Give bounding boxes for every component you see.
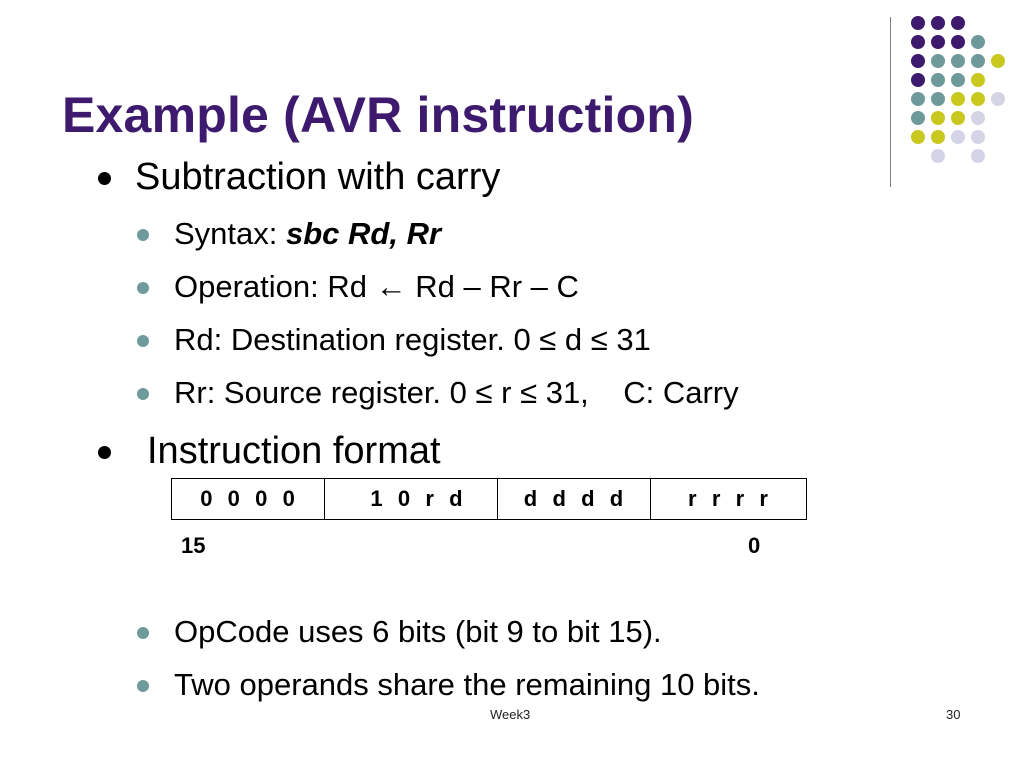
- decorative-dot: [951, 16, 965, 30]
- bullet-text: Operation: Rd ← Rd – Rr – C: [174, 269, 579, 304]
- bullet-instruction-format: Instruction format: [98, 430, 441, 473]
- decorative-dot: [911, 35, 925, 49]
- format-cell-opcode-low: 1 0 r d: [324, 478, 498, 520]
- bullet-text: Instruction format: [147, 430, 441, 472]
- bullet-subtraction: Subtraction with carry: [98, 156, 501, 199]
- bullet-dot-icon: [137, 388, 149, 400]
- decorative-dot: [971, 111, 985, 125]
- bullet-operands: Two operands share the remaining 10 bits…: [137, 667, 760, 703]
- table-row: 0 0 0 0 1 0 r d d d d d r r r r: [171, 478, 807, 520]
- decorative-dot: [971, 54, 985, 68]
- decorative-dot: [911, 16, 925, 30]
- decorative-dot: [991, 54, 1005, 68]
- bullet-operation: Operation: Rd ← Rd – Rr – C: [137, 269, 579, 305]
- decorative-dot: [991, 92, 1005, 106]
- bit-number-low: 0: [748, 533, 761, 558]
- decorative-dot: [951, 35, 965, 49]
- decorative-dot: [951, 111, 965, 125]
- decorative-dot: [971, 73, 985, 87]
- decorative-dot: [971, 130, 985, 144]
- bullet-text: Two operands share the remaining 10 bits…: [174, 667, 760, 702]
- decorative-dot: [911, 111, 925, 125]
- decorative-dot: [951, 130, 965, 144]
- decorative-dot: [911, 54, 925, 68]
- bullet-text: Rd: Destination register. 0 ≤ d ≤ 31: [174, 322, 651, 357]
- bullet-opcode: OpCode uses 6 bits (bit 9 to bit 15).: [137, 614, 662, 650]
- decorative-dot: [931, 73, 945, 87]
- instruction-format-table: 0 0 0 0 1 0 r d d d d d r r r r: [171, 478, 807, 520]
- bit-number-high: 15: [181, 533, 206, 558]
- bullet-text: Rr: Source register. 0 ≤ r ≤ 31, C: Carr…: [174, 375, 739, 410]
- slide-title: Example (AVR instruction): [62, 87, 694, 143]
- decorative-dot: [971, 35, 985, 49]
- decorative-dot: [931, 35, 945, 49]
- bullet-dot-icon: [98, 446, 111, 459]
- syntax-code: sbc Rd, Rr: [286, 216, 442, 251]
- bullet-text: Subtraction with carry: [135, 156, 501, 198]
- decorative-dot: [931, 149, 945, 163]
- bullet-dot-icon: [137, 627, 149, 639]
- syntax-label: Syntax:: [174, 216, 286, 251]
- bullet-rd: Rd: Destination register. 0 ≤ d ≤ 31: [137, 322, 651, 358]
- decorative-dot: [931, 111, 945, 125]
- decorative-divider-line: [890, 17, 891, 187]
- bullet-text: OpCode uses 6 bits (bit 9 to bit 15).: [174, 614, 662, 649]
- decorative-dot: [951, 92, 965, 106]
- bullet-dot-icon: [137, 282, 149, 294]
- format-cell-opcode-high: 0 0 0 0: [171, 478, 325, 520]
- decorative-dot: [931, 130, 945, 144]
- decorative-dot: [951, 73, 965, 87]
- decorative-dot: [911, 73, 925, 87]
- decorative-dot: [931, 54, 945, 68]
- bullet-dot-icon: [137, 335, 149, 347]
- decorative-dot: [911, 130, 925, 144]
- decorative-dot: [931, 16, 945, 30]
- bullet-dot-icon: [98, 172, 111, 185]
- page-number: 30: [946, 707, 961, 722]
- bullet-dot-icon: [137, 229, 149, 241]
- decorative-dot: [911, 92, 925, 106]
- footer-label: Week3: [490, 707, 531, 722]
- bullet-syntax: Syntax: sbc Rd, Rr: [137, 216, 442, 252]
- format-cell-rd: d d d d: [497, 478, 651, 520]
- bullet-rr: Rr: Source register. 0 ≤ r ≤ 31, C: Carr…: [137, 375, 739, 411]
- decorative-dot: [971, 92, 985, 106]
- decorative-dot: [931, 92, 945, 106]
- decorative-dot: [951, 54, 965, 68]
- format-cell-rr: r r r r: [650, 478, 807, 520]
- bullet-dot-icon: [137, 680, 149, 692]
- decorative-dot: [971, 149, 985, 163]
